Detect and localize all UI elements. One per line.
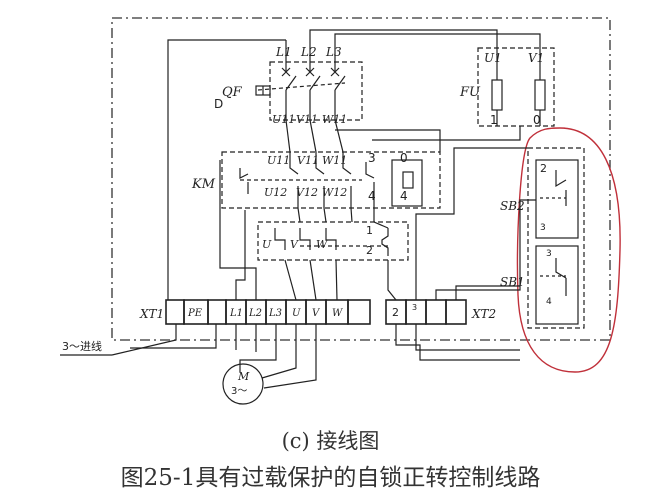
- label-l3: L3: [325, 45, 342, 59]
- label-u11: U11: [267, 154, 290, 167]
- label-motor-phase: 3～: [231, 386, 247, 397]
- terminal-v: V: [312, 308, 321, 319]
- label-supply: 3～进线: [62, 339, 102, 353]
- label-l1: L1: [275, 45, 292, 59]
- wiring: [60, 29, 541, 389]
- terminal-w: W: [332, 308, 343, 319]
- label-sb2: SB2: [500, 199, 525, 213]
- label-v1: V1: [528, 51, 544, 65]
- label-xt2: XT2: [471, 307, 496, 321]
- label-sb1: SB1: [500, 275, 525, 289]
- label-w11-top: W11: [322, 113, 347, 126]
- label-km-3: 3: [368, 151, 376, 165]
- red-annotation-circle: [516, 127, 621, 373]
- label-qf-d: D: [214, 97, 223, 111]
- label-km-4: 4: [368, 189, 376, 203]
- label-xt1: XT1: [139, 307, 164, 321]
- label-l2: L2: [300, 45, 317, 59]
- label-fu: FU: [459, 85, 481, 100]
- label-fr-2: 2: [366, 244, 373, 257]
- label-v11: V11: [297, 154, 319, 167]
- terminal-l2: L2: [248, 308, 262, 319]
- label-qf: QF: [222, 85, 243, 100]
- fr-overload-relay: [257, 221, 409, 261]
- label-sb1-3: 3: [546, 249, 552, 259]
- terminal-l3: L3: [268, 308, 282, 319]
- label-w11: W11: [322, 154, 347, 167]
- terminal-u: U: [292, 308, 301, 319]
- label-w12: W12: [322, 186, 347, 199]
- label-u1: U1: [484, 51, 502, 65]
- terminal-xt2-3: 3: [412, 303, 417, 312]
- label-fr-v: V: [290, 238, 299, 251]
- label-v12: V12: [296, 186, 318, 199]
- motor: [222, 363, 264, 405]
- button-station: [527, 147, 585, 329]
- label-u12: U12: [264, 186, 287, 199]
- qf-breaker: [255, 40, 363, 121]
- label-fr-1: 1: [366, 224, 373, 237]
- label-km-coil-0: 0: [400, 151, 408, 165]
- label-sb1-4: 4: [546, 297, 552, 307]
- terminal-xt2-2: 2: [392, 306, 399, 319]
- label-v11-top: V11: [296, 113, 318, 126]
- label-sb2-3: 3: [540, 223, 546, 233]
- label-motor-m: M: [237, 370, 250, 383]
- terminal-pe: PE: [187, 308, 203, 319]
- view-caption: (c) 接线图: [281, 429, 380, 453]
- label-fu-0: 0: [533, 113, 541, 127]
- label-km-coil-4: 4: [400, 189, 408, 203]
- figure-caption: 图25-1具有过载保护的自锁正转控制线路: [120, 465, 541, 491]
- label-sb2-2: 2: [540, 162, 547, 175]
- label-fu-1: 1: [490, 113, 498, 127]
- fu-fuses: [477, 45, 555, 127]
- label-fr-w: W: [316, 238, 329, 251]
- enclosure-boundary: [111, 17, 611, 341]
- km-contactor: [221, 151, 441, 209]
- labels: L1 L2 L3 QF D U11 V11 W11 U1 V1 FU 1 0 K…: [62, 45, 552, 397]
- label-u11-top: U11: [272, 113, 295, 126]
- label-km: KM: [191, 177, 216, 192]
- terminal-l1: L1: [229, 308, 243, 319]
- label-fr-u: U: [262, 238, 272, 251]
